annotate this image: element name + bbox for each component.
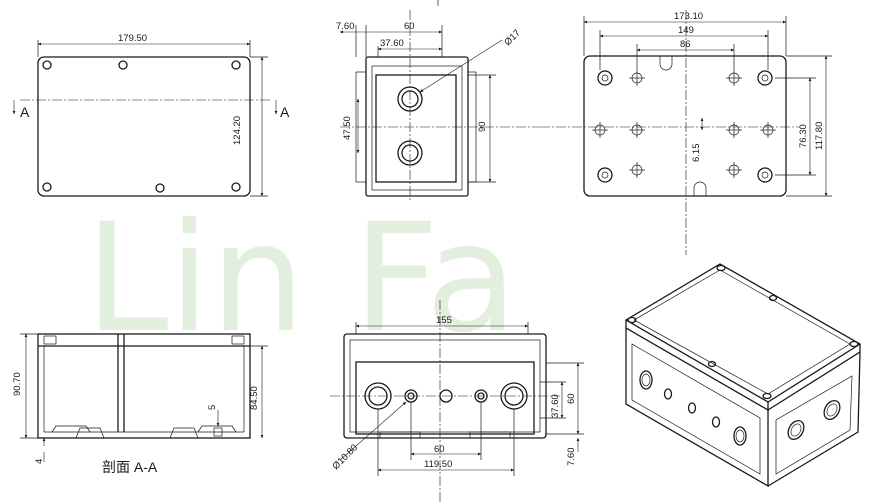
front-dim-7-60: 7.60 [336, 21, 355, 32]
section-dim-5: 5 [207, 405, 218, 410]
section-caption: 剖面 A-A [102, 459, 158, 475]
section-label-right: A [280, 104, 290, 120]
bottom-view: 173.10 149 86 76.30 117.80 6.15 [540, 10, 832, 255]
section-label-left: A [20, 104, 30, 120]
front-dim-60: 60 [404, 21, 415, 32]
watermark-text: Lin Fa [85, 192, 517, 366]
bottom-dim-76-30: 76.30 [798, 124, 809, 148]
top-height-dimension: 124.20 [232, 116, 243, 145]
side-hole-diameter-label: Ø10.80 [330, 442, 360, 472]
section-dim-84-50: 84.50 [249, 386, 260, 410]
section-view: 90.70 4 84.50 5 剖面 A-A [12, 333, 268, 475]
front-dim-47-50: 47.50 [342, 116, 353, 140]
front-view: Ø17 7.60 60 37.60 47.50 90 [336, 0, 540, 200]
top-view: A A 179.50 124.20 [12, 33, 290, 197]
side-dim-119-50: 119.50 [424, 459, 452, 470]
bottom-dim-117-80: 117.80 [814, 122, 825, 150]
hole-diameter-label: Ø17 [502, 28, 522, 48]
bottom-dim-173-10: 173.10 [674, 11, 703, 22]
bottom-dim-86: 86 [680, 39, 691, 50]
bottom-dim-149: 149 [678, 25, 694, 36]
side-dim-60-horizontal: 60 [434, 444, 445, 455]
side-dim-60-vertical: 60 [566, 393, 577, 404]
side-dim-155: 155 [436, 315, 452, 326]
side-dim-37-60: 37.60 [550, 394, 561, 418]
side-dim-7-60: 7.60 [566, 448, 577, 467]
section-dim-4: 4 [34, 459, 45, 464]
bottom-dim-6-15: 6.15 [691, 144, 702, 163]
front-dim-90: 90 [477, 121, 488, 132]
section-dim-90-70: 90.70 [12, 372, 23, 396]
top-width-dimension: 179.50 [118, 33, 147, 44]
isometric-view [624, 263, 862, 488]
front-dim-37-60: 37.60 [380, 38, 404, 49]
